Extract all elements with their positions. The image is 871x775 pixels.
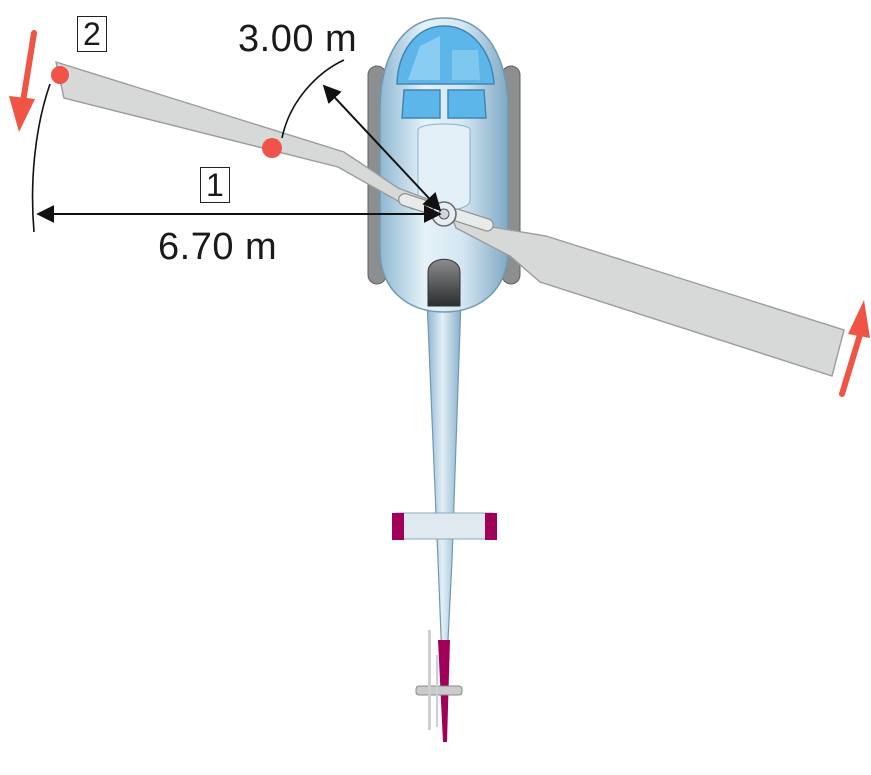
rotor-blade-right	[448, 210, 845, 377]
trajectory-arc	[31, 83, 51, 233]
engine-exhaust	[427, 258, 461, 307]
point-1-marker	[262, 138, 282, 158]
point-2-label: 2	[77, 16, 107, 52]
leader-line-inner	[281, 59, 345, 139]
outer-radius-label: 6.70 m	[158, 226, 278, 268]
point-1-label: 1	[200, 167, 230, 203]
tail-boom	[426, 299, 462, 661]
cabin-roof	[417, 123, 471, 211]
motion-arrow-right	[839, 300, 870, 397]
tail-rotor	[415, 630, 463, 730]
horizontal-stabilizer	[392, 512, 497, 540]
motion-arrow-left	[9, 30, 37, 132]
point-2-marker	[51, 66, 69, 84]
inner-radius-label: 3.00 m	[238, 18, 358, 60]
dimension-line-inner	[322, 84, 442, 212]
